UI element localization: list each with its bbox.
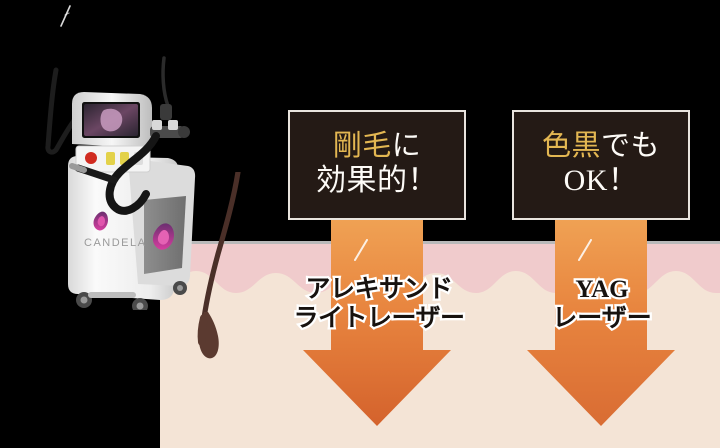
arrow-label-alexandrite: アレキサンド ライトレーザー — [268, 274, 490, 334]
hair-follicle — [197, 172, 241, 359]
svg-text:CANDELA: CANDELA — [84, 237, 146, 249]
caption-box-yag: 色黒でも OK！ — [512, 110, 690, 220]
candela-laser-machine: CANDELA — [45, 56, 196, 310]
caption-gold-text: 色黒 — [541, 130, 601, 163]
caption-line-1: 色黒でも — [542, 130, 660, 162]
arrow-label-yag: YAG レーザー — [512, 274, 692, 334]
arrow-yag-laser — [527, 214, 675, 426]
arrow-label-line-1: アレキサンド — [303, 274, 455, 305]
caption-white-text: に — [391, 130, 422, 163]
caption-white-text: でも — [601, 130, 661, 163]
arrow-label-line-2: レーザー — [550, 302, 654, 333]
skin-surface-line — [160, 241, 720, 244]
arrow-label-line-1: YAG — [573, 274, 631, 305]
caption-box-alexandrite: 剛毛に 効果的！ — [288, 110, 466, 220]
caption-line-2: OK！ — [563, 163, 639, 197]
caption-gold-text: 剛毛 — [332, 130, 392, 163]
caption-line-2: 効果的！ — [316, 163, 438, 197]
arrow-label-line-2: ライトレーザー — [291, 302, 467, 333]
arrow-alexandrite-laser — [303, 214, 451, 426]
caption-line-1: 剛毛に — [333, 130, 422, 162]
sparkle-icon — [60, 5, 71, 27]
